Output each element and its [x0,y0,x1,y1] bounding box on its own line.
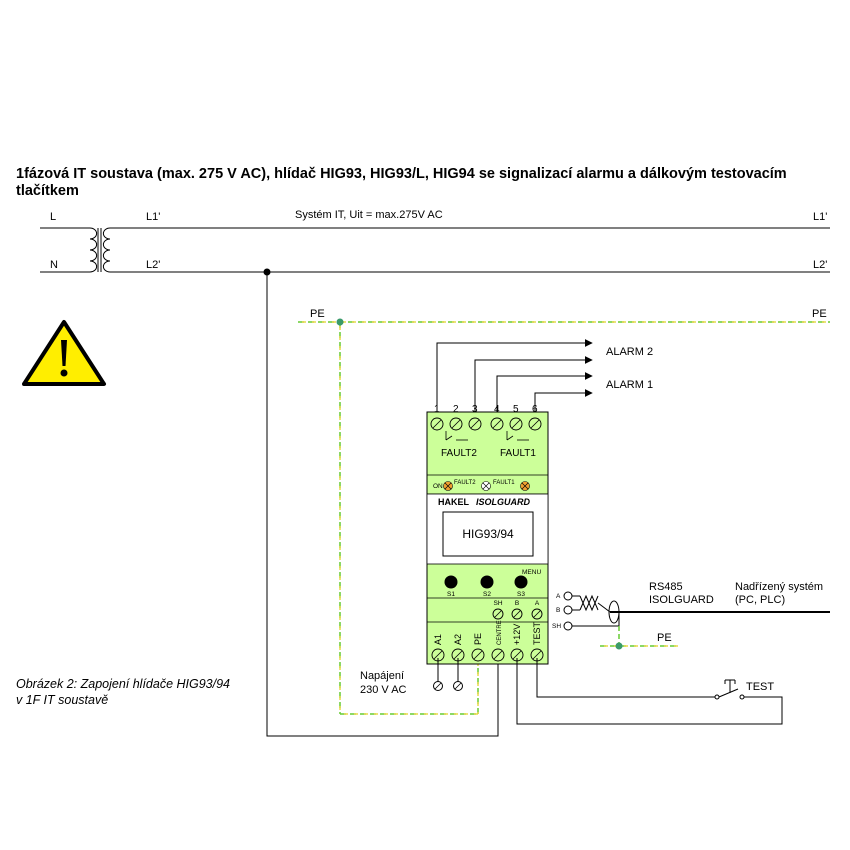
label-led-fault1: FAULT1 [493,480,515,486]
relay-contact-fault2 [445,431,468,441]
terminal-label-4: 4 [494,404,500,415]
comm-terminals: SH B A [492,600,543,620]
terminal-label-1: 1 [434,404,440,415]
label-led-on: ON [433,483,443,490]
label-n: N [50,259,58,271]
terminal-screw-4 [490,417,504,431]
label-pe-left: PE [310,308,325,320]
label-fault2: FAULT2 [441,448,477,459]
comm-terminal-b [511,608,523,620]
pe-lines: PE PE [298,308,830,715]
terminal-screw-2 [449,417,463,431]
comm-terminal-sh [492,608,504,620]
comm-label-a: A [535,600,540,607]
led-fault2-icon [481,481,491,491]
label-alarm2: ALARM 2 [606,346,653,358]
transformer-primary-coil [89,227,98,273]
button-s1[interactable] [444,575,458,589]
caption-line-2: v 1F IT soustavě [16,693,109,707]
rs485-terminal-sh [563,621,573,631]
button-label-s2: S2 [483,591,491,598]
terminal-label-2: 2 [453,404,459,415]
page-title: 1fázová IT soustava (max. 275 V AC), hlí… [16,166,787,199]
bottom-terminal-a2 [451,648,465,662]
label-rs485: RS485 [649,581,683,593]
device-buttons: S1 S2 S3 [444,575,528,598]
button-label-s3: S3 [517,591,525,598]
label-l1-left: L1' [146,211,160,223]
label-pe-right: PE [812,308,827,320]
label-isolguard: ISOLGUARD [649,594,714,606]
terminal-label-5: 5 [513,404,519,415]
label-test: TEST [746,681,774,693]
supply-lines: L N L1' L2' Systém IT, Uit = max.275V AC… [40,209,830,276]
label-l2-left: L2' [146,259,160,271]
terminal-screw-6 [528,417,542,431]
label-system: Systém IT, Uit = max.275V AC [295,209,443,221]
alarm-wiring: ALARM 2 ALARM 1 [436,339,653,420]
label-230v: 230 V AC [360,684,407,696]
terminal-label-3: 3 [472,404,478,415]
comm-label-b: B [515,600,519,607]
bottom-terminal-a1 [431,648,445,662]
figure-caption: Obrázek 2: Zapojení hlídače HIG93/94 v 1… [16,676,230,708]
terminal-screw-5 [509,417,523,431]
comm-label-sh: SH [493,600,502,607]
button-s2[interactable] [480,575,494,589]
label-led-fault2: FAULT2 [454,480,476,486]
bottom-label-plus12v: +12V [512,624,522,645]
label-model: HIG93/94 [462,527,514,541]
led-on-icon [443,481,453,491]
test-wiring: TEST [516,658,783,725]
label-alarm1: ALARM 1 [606,379,653,391]
bottom-terminal-pe [471,648,485,662]
rs485-terminal-b [563,605,573,615]
label-rs485-b: B [556,607,560,614]
label-product: ISOLGUARD [476,497,531,507]
rs485-pe-junction [615,642,623,650]
device-hig93-94: 1 2 3 4 5 6 FAULT2 FAULT1 ON FAULT2 FAULT1 [426,404,549,665]
label-pe-rs485: PE [657,632,672,644]
rs485-terminal-a [563,591,573,601]
terminal-screw-1 [430,417,444,431]
bottom-label-test: TEST [532,621,542,645]
led-fault1-icon [520,481,530,491]
label-l2-right: L2' [813,259,827,271]
label-fault1: FAULT1 [500,448,536,459]
label-l1-right: L1' [813,211,827,223]
comm-terminal-a [531,608,543,620]
caption-line-1: Obrázek 2: Zapojení hlídače HIG93/94 [16,677,231,691]
label-napajeni: Napájení [360,670,404,682]
bottom-label-a2: A2 [453,634,463,645]
power-supply: Napájení 230 V AC [360,658,463,696]
bottom-terminal-centre [491,648,505,662]
label-pc-plc: (PC, PLC) [735,594,785,606]
label-rs485-a: A [556,593,561,600]
terminal-screw-3 [468,417,482,431]
bottom-label-a1: A1 [433,634,443,645]
pe-junction [336,318,344,326]
label-rs485-sh: SH [552,623,561,630]
warning-icon [22,320,106,386]
label-l: L [50,211,56,223]
top-terminals: 1 2 3 4 5 6 [430,404,542,431]
label-brand: HAKEL [438,497,470,507]
button-label-s1: S1 [447,591,455,598]
terminal-label-6: 6 [532,404,538,415]
label-nadrizeny-system: Nadřízený systém [735,581,823,593]
bottom-label-centre: CENTRE [497,620,503,645]
label-menu: MENU [522,569,541,576]
relay-contact-fault1 [506,431,529,441]
test-pushbutton-icon [724,679,736,693]
display [442,511,534,557]
centre-wiring [266,272,499,737]
rs485-wiring: A B SH PE RS485 ISOLGUARD Nadřízený syst… [552,581,830,650]
transformer-secondary-coil [102,227,111,273]
bottom-terminals: A1 A2 PE CENTRE +12V TEST [431,620,544,662]
bottom-label-pe: PE [473,633,483,645]
button-s3[interactable] [514,575,528,589]
